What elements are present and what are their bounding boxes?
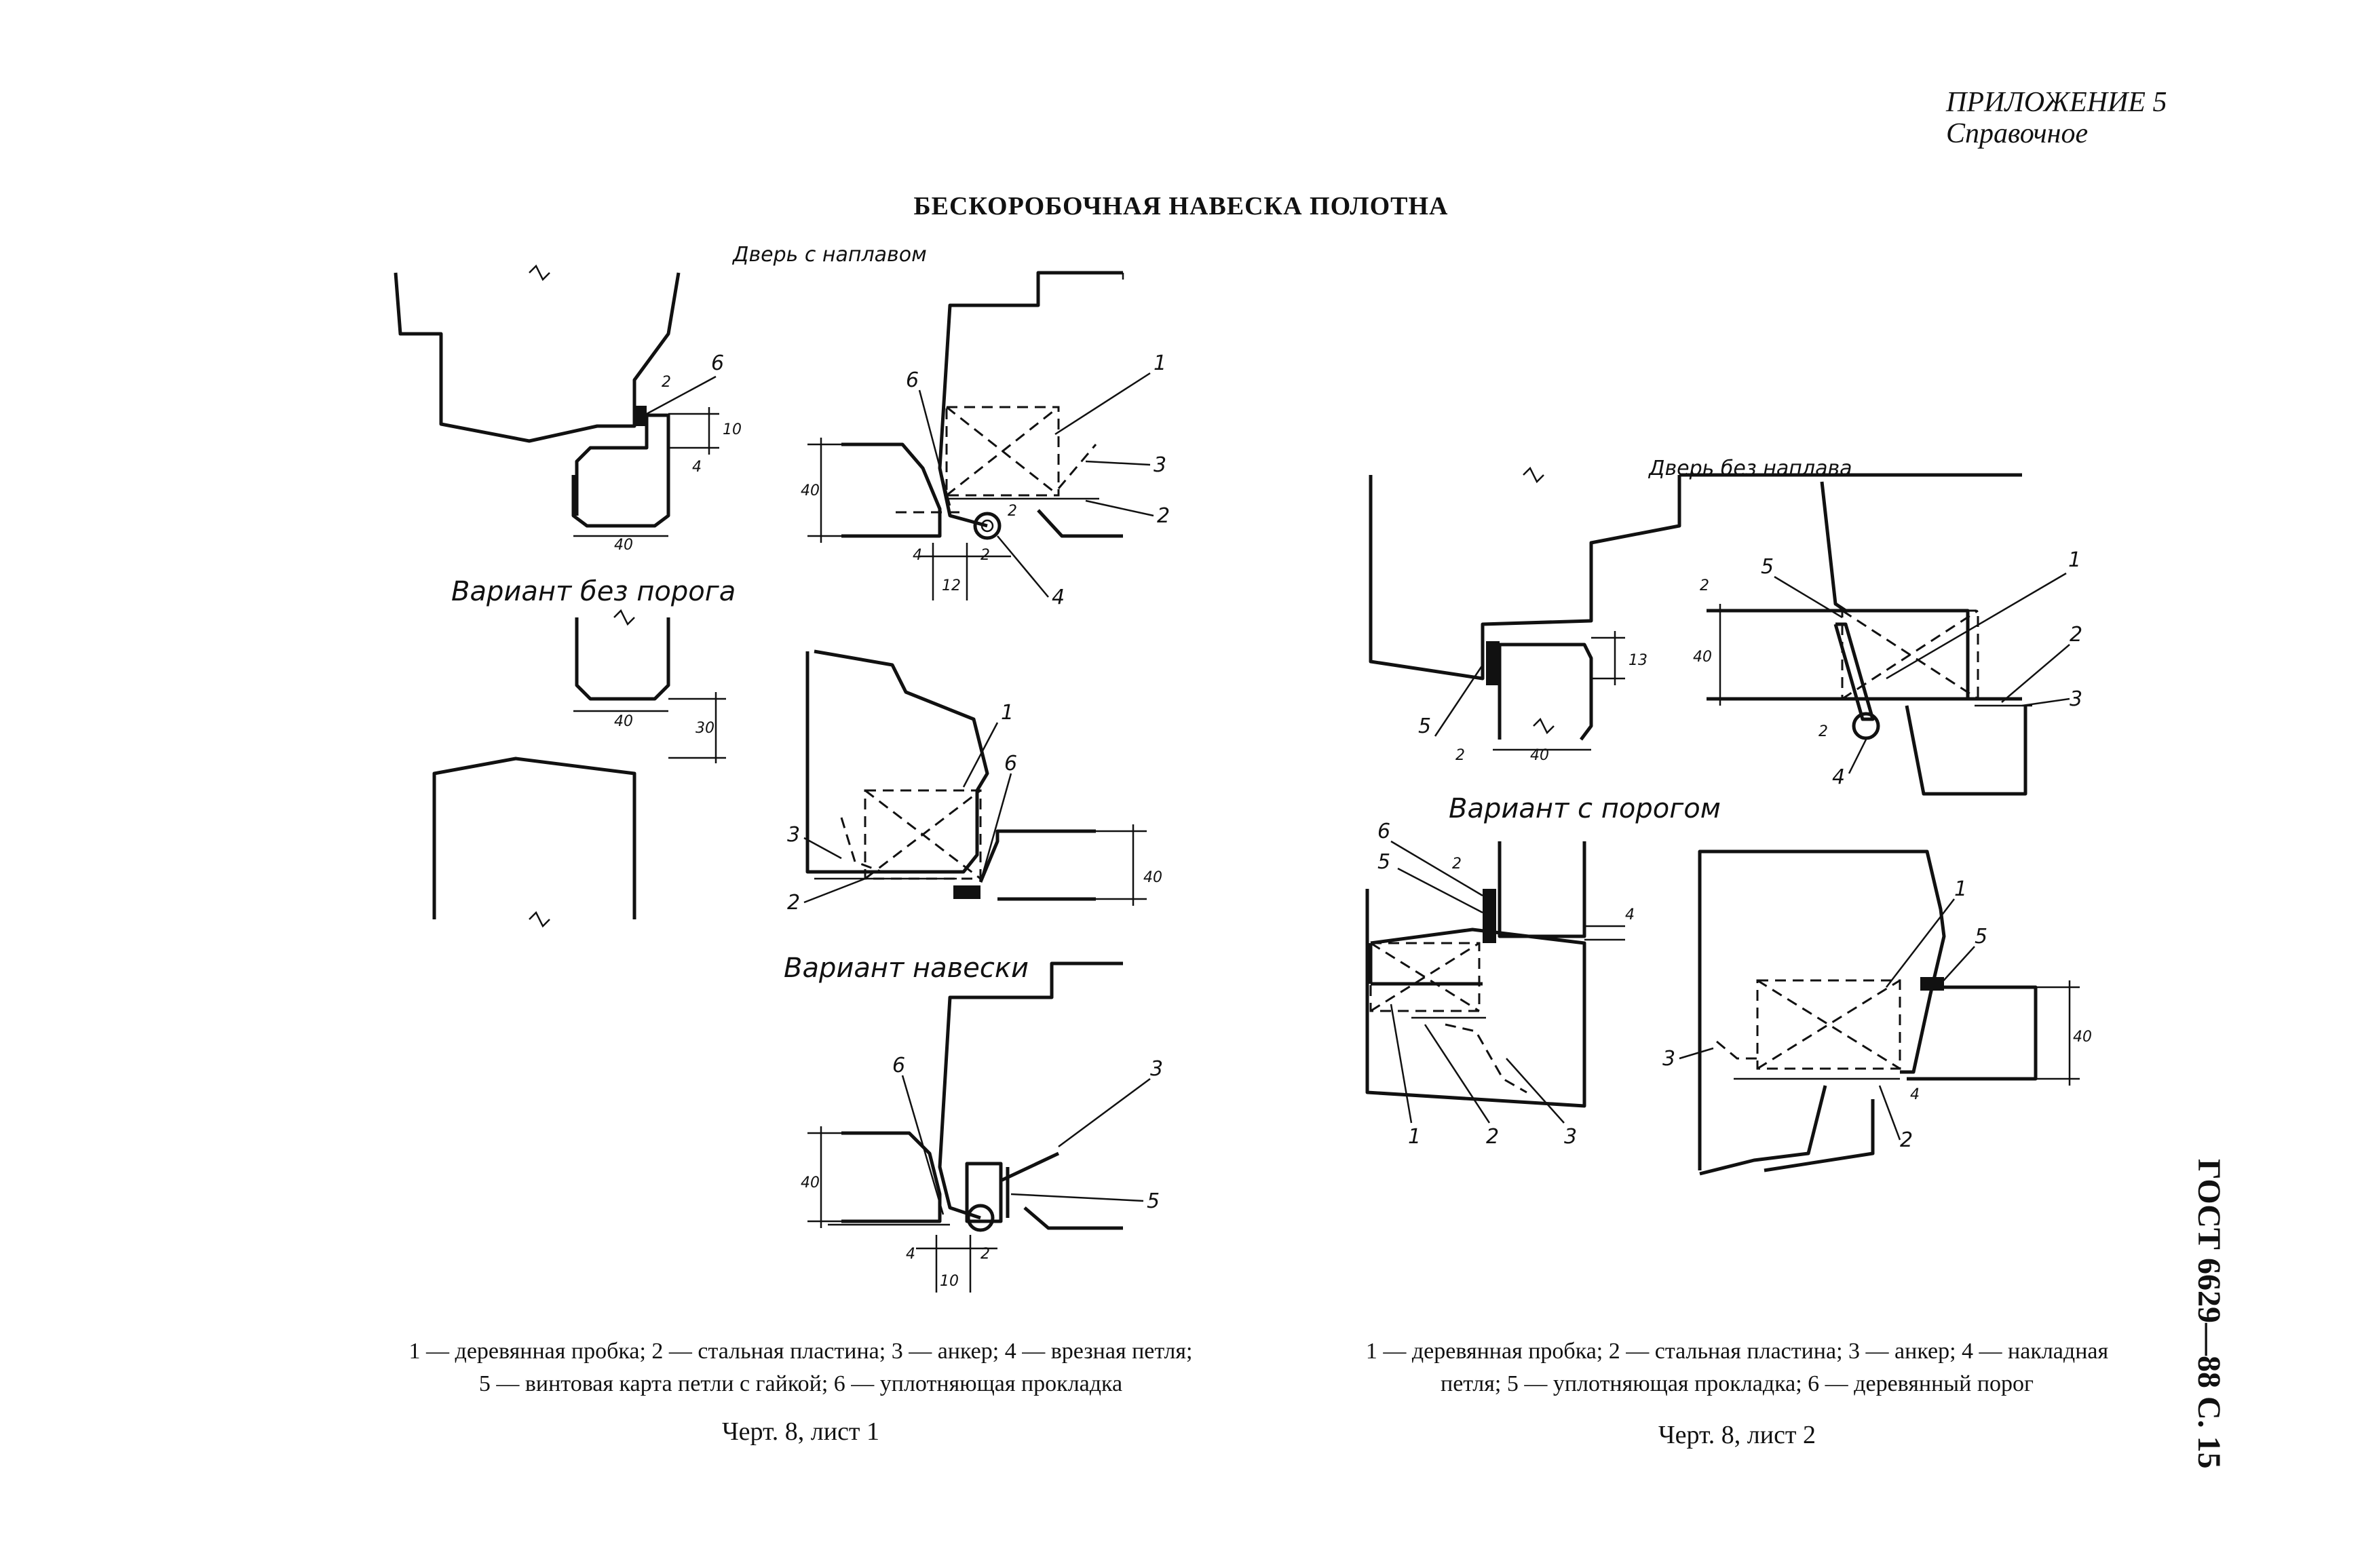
callout-6: 6 <box>906 368 919 392</box>
callout-3: 3 <box>2070 687 2082 711</box>
dim-10: 10 <box>723 421 742 438</box>
callout-5: 5 <box>1377 850 1390 874</box>
sheet1-detail-no-threshold <box>432 609 726 928</box>
dim-40: 40 <box>2073 1029 2092 1046</box>
dim-2: 2 <box>1452 856 1462 873</box>
callout-3: 3 <box>1150 1057 1163 1081</box>
dim-12: 12 <box>942 577 961 594</box>
gasket-seal <box>1920 977 1944 991</box>
legend-sheet1-line1: 1 — деревянная пробка; 2 — стальная плас… <box>408 1339 1193 1364</box>
callout-1: 1 <box>2068 548 2081 572</box>
appendix-note: Справочное <box>1946 118 2089 149</box>
dim-2: 2 <box>980 1246 990 1263</box>
legend-sheet1-line2: 5 — винтовая карта петли с гайкой; 6 — у… <box>478 1371 1123 1396</box>
sheet1-detail-middle <box>805 649 1147 906</box>
dim-40: 40 <box>614 713 633 730</box>
callout-3: 3 <box>1662 1047 1675 1071</box>
door-label-sheet2: Дверь без наплава <box>1647 457 1852 480</box>
callout-6: 6 <box>1377 820 1390 843</box>
callout-2: 2 <box>1486 1125 1499 1149</box>
dim-40: 40 <box>1143 869 1162 886</box>
callout-2: 2 <box>1900 1128 1913 1152</box>
callout-5: 5 <box>1975 925 1987 949</box>
dim-40: 40 <box>801 482 820 499</box>
gost-reference: ГОСТ 6629—88 С. 15 <box>2191 1159 2227 1469</box>
dim-2: 2 <box>1455 747 1465 764</box>
callout-6: 6 <box>711 351 724 375</box>
gasket-seal <box>634 406 647 426</box>
callout-6: 6 <box>1004 752 1017 776</box>
callout-3: 3 <box>1154 453 1166 477</box>
callout-1: 1 <box>1954 877 1967 901</box>
callout-4: 4 <box>1052 586 1065 609</box>
callout-5: 5 <box>1147 1189 1160 1213</box>
callout-5: 5 <box>1761 555 1774 579</box>
sheet1-detail-bottom <box>807 961 1123 1293</box>
callout-1: 1 <box>1408 1125 1421 1149</box>
dim-30: 30 <box>696 720 715 737</box>
dim-40: 40 <box>1693 649 1712 666</box>
callout-1: 1 <box>1154 351 1166 375</box>
dim-40: 40 <box>801 1174 820 1191</box>
variant-threshold-label: Вариант с порогом <box>1449 793 1721 824</box>
sheet2-detail-top-right <box>1707 481 2032 796</box>
caption-sheet1: Черт. 8, лист 1 <box>721 1417 880 1446</box>
dim-2: 2 <box>1008 503 1017 520</box>
variant-no-threshold-label: Вариант без порога <box>451 576 736 607</box>
callout-1: 1 <box>1001 701 1014 725</box>
sheet2-detail-bottom-right <box>1698 849 2080 1176</box>
gasket-seal <box>953 885 980 899</box>
dim-4: 4 <box>1910 1086 1920 1103</box>
legend-sheet2-line2: петля; 5 — уплотняющая прокладка; 6 — де… <box>1441 1371 2034 1396</box>
dim-2: 2 <box>980 547 990 564</box>
legend-sheet2: 1 — деревянная пробка; 2 — стальная плас… <box>1262 1335 2212 1400</box>
page-title: БЕСКОРОБОЧНАЯ НАВЕСКА ПОЛОТНА <box>913 192 1449 221</box>
dim-4: 4 <box>913 547 922 564</box>
appendix-label: ПРИЛОЖЕНИЕ 5 <box>1946 87 2167 118</box>
door-label-sheet1: Дверь с наплавом <box>731 243 927 267</box>
callout-2: 2 <box>2070 623 2082 647</box>
dim-2: 2 <box>662 374 671 391</box>
gasket-seal <box>1483 889 1496 943</box>
gasket-seal <box>1486 641 1500 685</box>
dim-13: 13 <box>1628 652 1647 669</box>
dim-4: 4 <box>906 1246 915 1263</box>
leader-lines <box>646 372 2070 1215</box>
dim-4: 4 <box>692 459 702 476</box>
legend-sheet2-line1: 1 — деревянная пробка; 2 — стальная плас… <box>1365 1339 2109 1364</box>
appendix-block: ПРИЛОЖЕНИЕ 5 Справочное <box>1946 87 2362 149</box>
sheet2-detail-bottom-left <box>1365 841 1625 1108</box>
sheet1-detail-top-left <box>394 264 719 537</box>
dim-40: 40 <box>614 537 633 554</box>
callout-3: 3 <box>787 823 800 847</box>
sheet1-detail-top-right <box>807 271 1124 600</box>
callout-2: 2 <box>787 891 800 915</box>
legend-sheet1: 1 — деревянная пробка; 2 — стальная плас… <box>258 1335 1344 1400</box>
sheet2-detail-top-left <box>1369 466 2022 751</box>
callout-4: 4 <box>1832 765 1845 789</box>
dim-2: 2 <box>1818 723 1828 740</box>
dim-40: 40 <box>1530 747 1549 764</box>
dim-10: 10 <box>940 1273 959 1290</box>
callout-5: 5 <box>1418 714 1431 738</box>
variant-hanging-label: Вариант навески <box>784 953 1029 984</box>
dim-2: 2 <box>1700 577 1709 594</box>
callout-3: 3 <box>1564 1125 1577 1149</box>
caption-sheet2: Черт. 8, лист 2 <box>1658 1421 1816 1449</box>
callout-2: 2 <box>1157 504 1170 528</box>
callout-6: 6 <box>892 1054 905 1077</box>
dim-4: 4 <box>1625 906 1635 923</box>
